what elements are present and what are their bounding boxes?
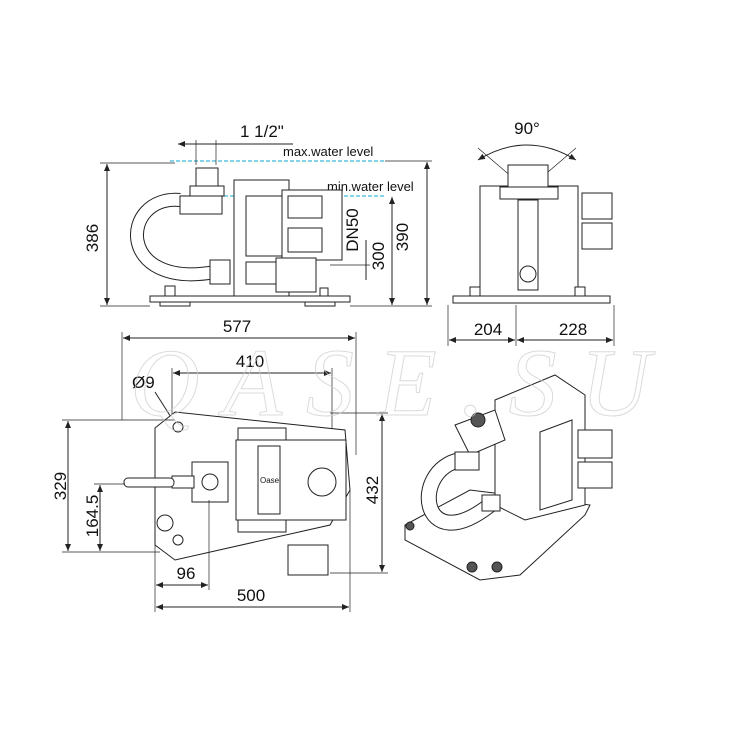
max-water-level-label: max.water level bbox=[283, 144, 373, 159]
angle-label: 90° bbox=[514, 119, 540, 138]
height-386-label: 386 bbox=[83, 224, 102, 252]
offset-96-label: 96 bbox=[177, 564, 196, 583]
height-300-label: 300 bbox=[369, 242, 388, 270]
min-water-level-label: min.water level bbox=[327, 179, 414, 194]
outlet-dn50-label: DN50 bbox=[343, 208, 362, 251]
hole-diameter-label: Ø9 bbox=[132, 373, 155, 392]
depth-329-label: 329 bbox=[51, 472, 70, 500]
width-204-label: 204 bbox=[474, 320, 502, 339]
end-view: 90° 204 228 bbox=[447, 119, 615, 346]
plan-view: 577 410 Ø9 Oase 329 164.5 432 bbox=[51, 317, 388, 612]
height-390-label: 390 bbox=[393, 223, 412, 251]
length-410-label: 410 bbox=[236, 352, 264, 371]
width-228-label: 228 bbox=[559, 320, 587, 339]
brand-plate: Oase bbox=[260, 476, 280, 485]
depth-164-5-label: 164.5 bbox=[83, 495, 102, 538]
isometric-view bbox=[404, 374, 613, 581]
side-view: max.water level min.water level 1 1/2" bbox=[83, 122, 432, 307]
pipe-size-label: 1 1/2" bbox=[240, 122, 284, 141]
depth-432-label: 432 bbox=[363, 476, 382, 504]
length-500-label: 500 bbox=[237, 586, 265, 605]
length-577-label: 577 bbox=[223, 317, 251, 336]
